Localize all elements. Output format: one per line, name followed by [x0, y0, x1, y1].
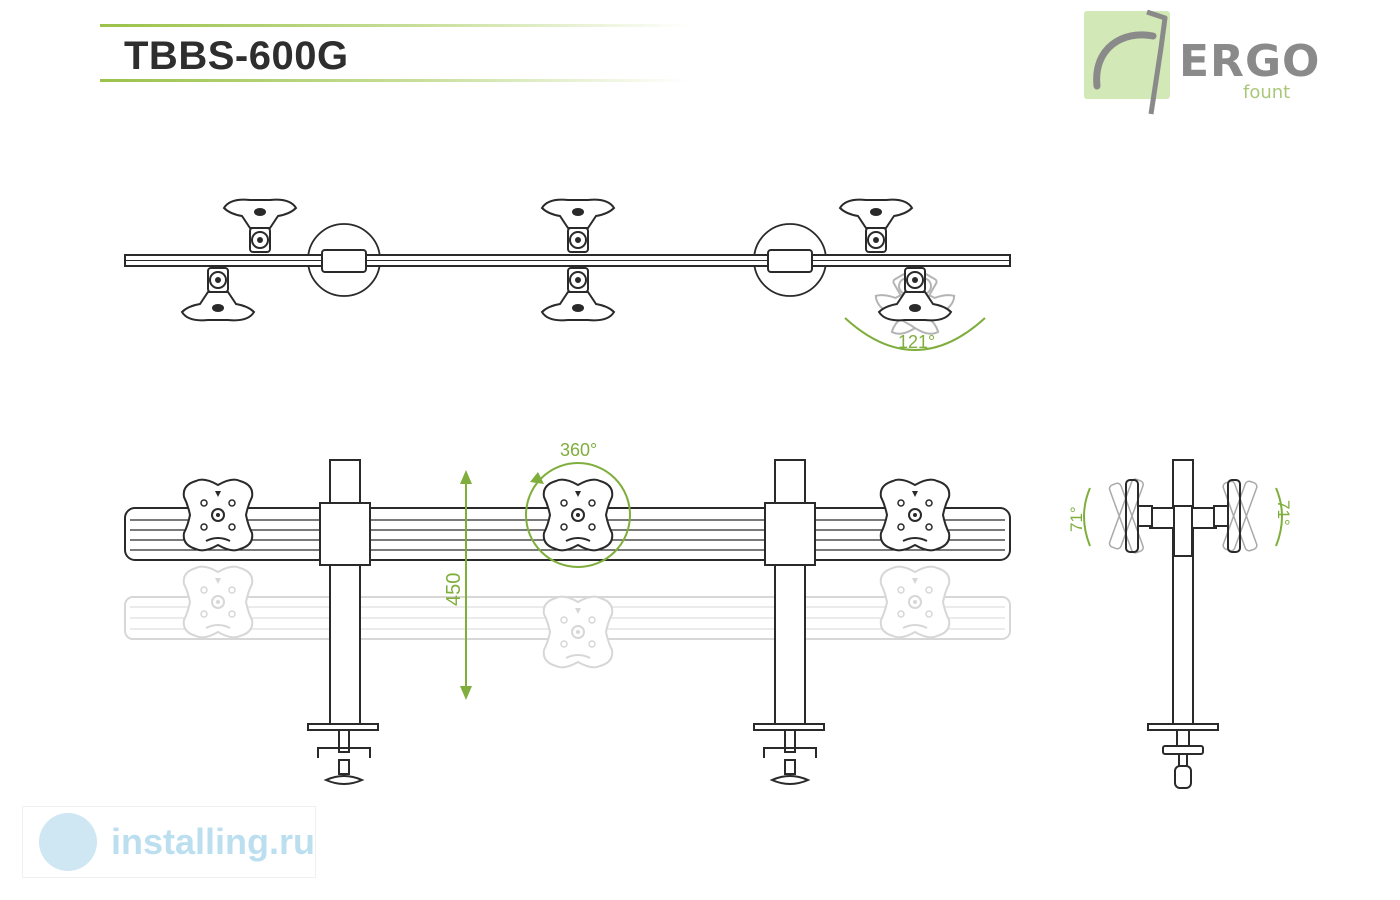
- logo-mark-icon: [1084, 9, 1170, 115]
- logo-brand: ERGO: [1179, 36, 1321, 87]
- monitor-mount: [181, 267, 255, 322]
- title-rule-bottom: [100, 79, 690, 82]
- swivel-angle-label: 121°: [898, 332, 935, 352]
- side-desk-clamp: [1147, 723, 1219, 789]
- logo-sub: fount: [1243, 82, 1291, 103]
- tilt-left-label: 71°: [1067, 506, 1086, 532]
- side-pole: [1172, 459, 1194, 729]
- vesa-plate: [182, 478, 254, 552]
- monitor-mount: [541, 267, 615, 322]
- model-title: TBBS-600G: [124, 34, 349, 78]
- tilt-head-right: [1213, 479, 1258, 553]
- rotation-arrow-icon: [530, 472, 544, 484]
- monitor-mount: [839, 198, 913, 253]
- monitor-mount: [541, 198, 615, 253]
- title-rule-top: [100, 24, 690, 27]
- pole-clamp: [764, 502, 816, 566]
- tilt-right-label: 71°: [1274, 500, 1293, 526]
- lowered-position-ghost: [124, 565, 1011, 669]
- desk-clamp-right: [753, 723, 825, 785]
- monitor-mount: [223, 198, 297, 253]
- pole-left: [329, 459, 361, 729]
- tilt-head-left: [1108, 478, 1153, 554]
- monitor-mount: [878, 267, 952, 322]
- pole-clamp: [321, 249, 367, 273]
- side-view: 71° 71°: [1067, 459, 1293, 789]
- watermark-text: installing.ru: [111, 821, 316, 862]
- pole-right: [774, 459, 806, 729]
- watermark-logo-icon: [39, 813, 97, 871]
- top-view: 121°: [124, 198, 1011, 352]
- tilt-arc-left: [1083, 487, 1091, 547]
- front-view: 360° 450: [124, 440, 1011, 785]
- tilt-arc-right: [1275, 487, 1283, 547]
- vesa-plate: [879, 478, 951, 552]
- title-block: TBBS-600G: [100, 22, 690, 84]
- pole-clamp: [319, 502, 371, 566]
- rotation-label: 360°: [560, 440, 597, 460]
- rotation-circle: [525, 462, 631, 568]
- desk-clamp-left: [307, 723, 379, 785]
- vesa-plate: [542, 478, 614, 552]
- swivel-arc: [844, 317, 986, 351]
- pole-clamp: [767, 249, 813, 273]
- watermark: installing.ru: [22, 806, 316, 878]
- ergofount-logo: ERGO fount: [1083, 8, 1319, 118]
- height-label: 450: [443, 573, 465, 606]
